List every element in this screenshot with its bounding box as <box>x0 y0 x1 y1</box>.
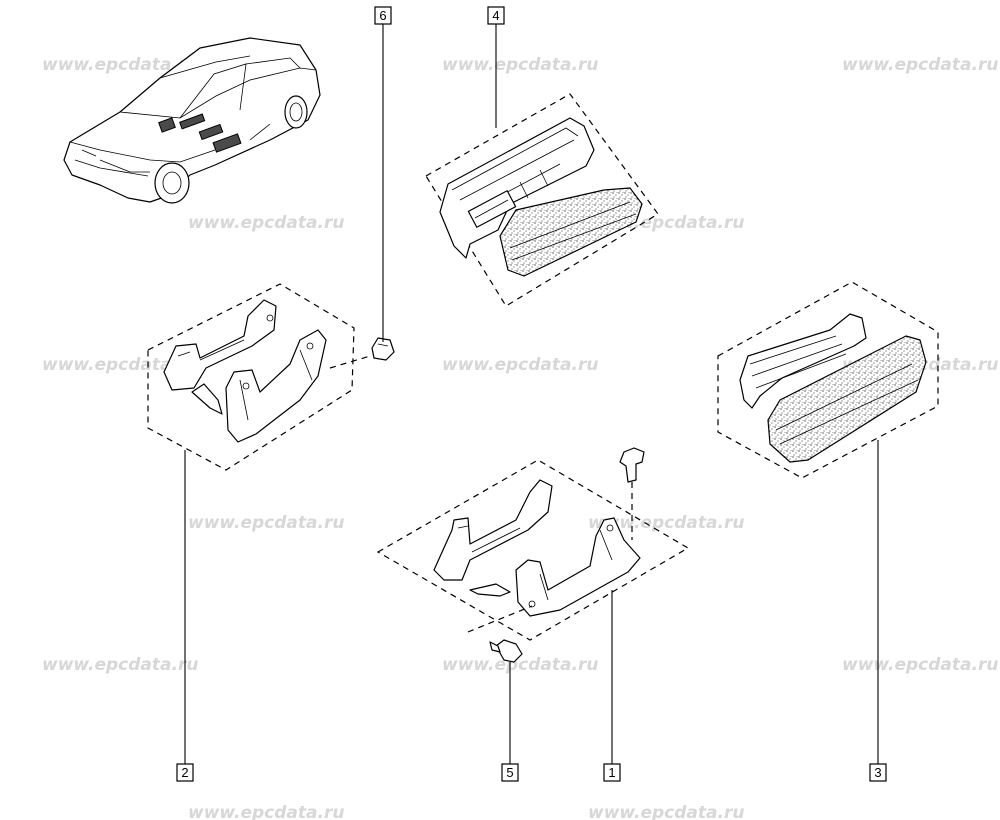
watermark: www.epcdata.ru <box>42 655 198 675</box>
callout-4: 4 <box>487 6 505 25</box>
callout-6-label: 6 <box>379 8 386 23</box>
watermark: www.epcdata.ru <box>188 513 344 533</box>
part-4-seat-cushion-assembly <box>439 117 643 277</box>
watermark: www.epcdata.ru <box>588 513 744 533</box>
group-outline-1 <box>376 459 690 641</box>
watermark: www.epcdata.ru <box>188 803 344 820</box>
callout-1-label: 1 <box>608 765 615 780</box>
watermark: www.epcdata.ru <box>842 55 998 75</box>
part-6-clip <box>329 337 395 369</box>
watermark: www.epcdata.ru <box>442 55 598 75</box>
part-3-seat-cushion-assembly <box>739 313 927 463</box>
group-outline-2 <box>147 283 355 471</box>
watermark: www.epcdata.ru <box>442 655 598 675</box>
callout-5-label: 5 <box>506 765 513 780</box>
part-5-bolt <box>467 605 533 663</box>
callout-1: 1 <box>603 763 621 782</box>
watermark: www.epcdata.ru <box>442 355 598 375</box>
callout-5: 5 <box>501 763 519 782</box>
callout-3: 3 <box>869 763 887 782</box>
car-illustration <box>63 37 321 204</box>
watermark: www.epcdata.ru <box>188 213 344 233</box>
bolt-upper <box>619 447 645 540</box>
callout-2-label: 2 <box>181 765 188 780</box>
watermark: www.epcdata.ru <box>842 655 998 675</box>
watermark-layer: www.epcdata.ru www.epcdata.ru www.epcdat… <box>42 55 998 820</box>
callout-3-label: 3 <box>874 765 881 780</box>
watermark: www.epcdata.ru <box>42 55 198 75</box>
callout-6: 6 <box>374 6 392 25</box>
part-2-seat-frame <box>163 299 327 443</box>
callout-2: 2 <box>176 763 194 782</box>
part-1-seat-frame <box>433 479 641 617</box>
group-outline-4 <box>425 93 659 307</box>
callout-4-label: 4 <box>492 8 499 23</box>
watermark: www.epcdata.ru <box>42 355 198 375</box>
group-outline-3 <box>717 281 939 479</box>
leader-lines <box>184 24 879 764</box>
watermark: www.epcdata.ru <box>588 803 744 820</box>
